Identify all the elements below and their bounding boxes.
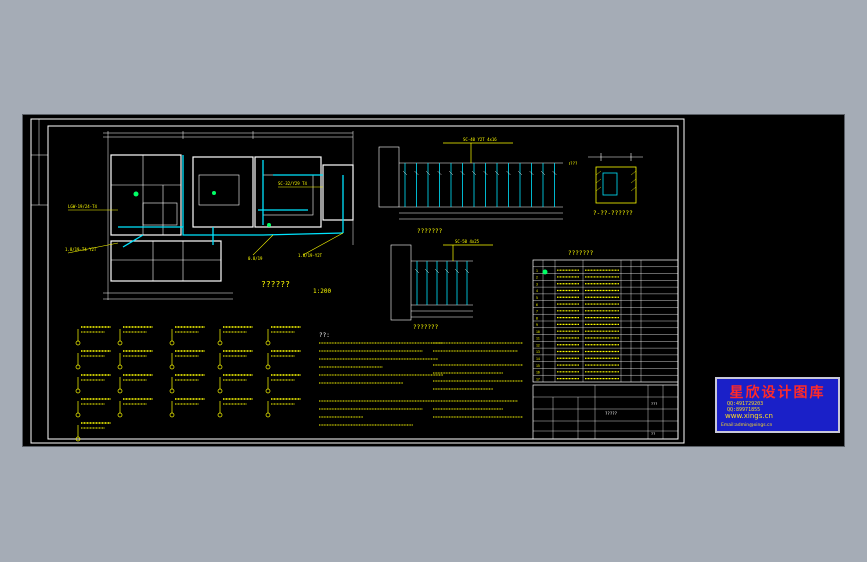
sheet-label: ?? (651, 432, 655, 436)
table-title-lower: ??????? (413, 324, 439, 331)
title-block[interactable]: ????? ??? ?? (532, 384, 679, 440)
table-row-no: 10 (536, 330, 540, 334)
drawing-no: ????? (605, 411, 618, 416)
svg-text:1.8/19-Y2T: 1.8/19-Y2T (298, 253, 323, 258)
table-row-no: 11 (536, 337, 540, 341)
drawing-frame (47, 125, 679, 440)
plan-title: ?????? (261, 280, 290, 289)
drawing-canvas[interactable]: LGW-19/24-T4 1.8/19-T4 Y2T SC-32/Y29 T4 … (23, 115, 846, 448)
system-diagram[interactable]: SC-40 Y2T 4x16 ??????? (378, 137, 563, 235)
table-row-no: 9 (536, 323, 538, 327)
watermark-email: Email:admin@xings.cn (721, 423, 773, 428)
table-row-no: 2 (536, 276, 538, 280)
svg-text:SC-32/Y29 T4: SC-32/Y29 T4 (278, 181, 307, 186)
svg-text:LGW-19/24-T4: LGW-19/24-T4 (68, 204, 97, 209)
table-row-no: 14 (536, 357, 540, 361)
watermark-stamp: 星欣设计图库 QQ:491729203 QQ:89971855 www.xing… (715, 377, 840, 433)
section-title: ?-??-?????? (593, 210, 633, 217)
watermark-title: 星欣设计图库 (729, 385, 826, 401)
table-row-no: 4 (536, 289, 538, 293)
system-diagram-lower[interactable]: SC-50 4x25 ??????? (390, 239, 493, 331)
svg-text:Ⅰ???: Ⅰ??? (569, 161, 578, 166)
watermark-qq2: QQ:89971855 (727, 407, 761, 413)
svg-text:SC-50 4x25: SC-50 4x25 (455, 239, 480, 244)
plan-scale: 1:200 (313, 288, 331, 295)
svg-text:0.8/19: 0.8/19 (248, 256, 263, 261)
cad-viewport[interactable]: LGW-19/24-T4 1.8/19-T4 Y2T SC-32/Y29 T4 … (22, 114, 845, 447)
notes-title: ??: (319, 332, 330, 339)
table-row-no: 12 (536, 343, 540, 347)
scale-label: ??? (651, 402, 657, 406)
table-row-no: 3 (536, 282, 538, 286)
table-row-no: 6 (536, 303, 538, 307)
svg-text:SC-40 Y2T 4x16: SC-40 Y2T 4x16 (463, 137, 497, 142)
table-row-no: 1 (536, 269, 538, 273)
watermark-site: www.xings.cn (725, 412, 773, 420)
table-row-no: 5 (536, 296, 538, 300)
floor-plan[interactable]: LGW-19/24-T4 1.8/19-T4 Y2T SC-32/Y29 T4 … (65, 131, 354, 300)
svg-text:1.8/19-T4 Y2T: 1.8/19-T4 Y2T (65, 247, 97, 252)
table-row-no: 8 (536, 316, 538, 320)
table-row-no: 13 (536, 350, 540, 354)
general-notes: ??: (319, 332, 523, 426)
table-row-no: 16 (536, 371, 540, 375)
table-row-no: 17 (536, 377, 540, 381)
system-title: ??????? (417, 228, 443, 235)
pit-detail[interactable]: Ⅰ??? ?-??-?????? (569, 153, 643, 217)
watermark-qq: QQ:491729203 (727, 401, 764, 407)
table-row-no: 15 (536, 364, 540, 368)
table-row-no: 7 (536, 310, 538, 314)
pipe-route (118, 155, 344, 248)
material-table-title: ??????? (568, 250, 594, 257)
symbol-legend (75, 326, 301, 442)
